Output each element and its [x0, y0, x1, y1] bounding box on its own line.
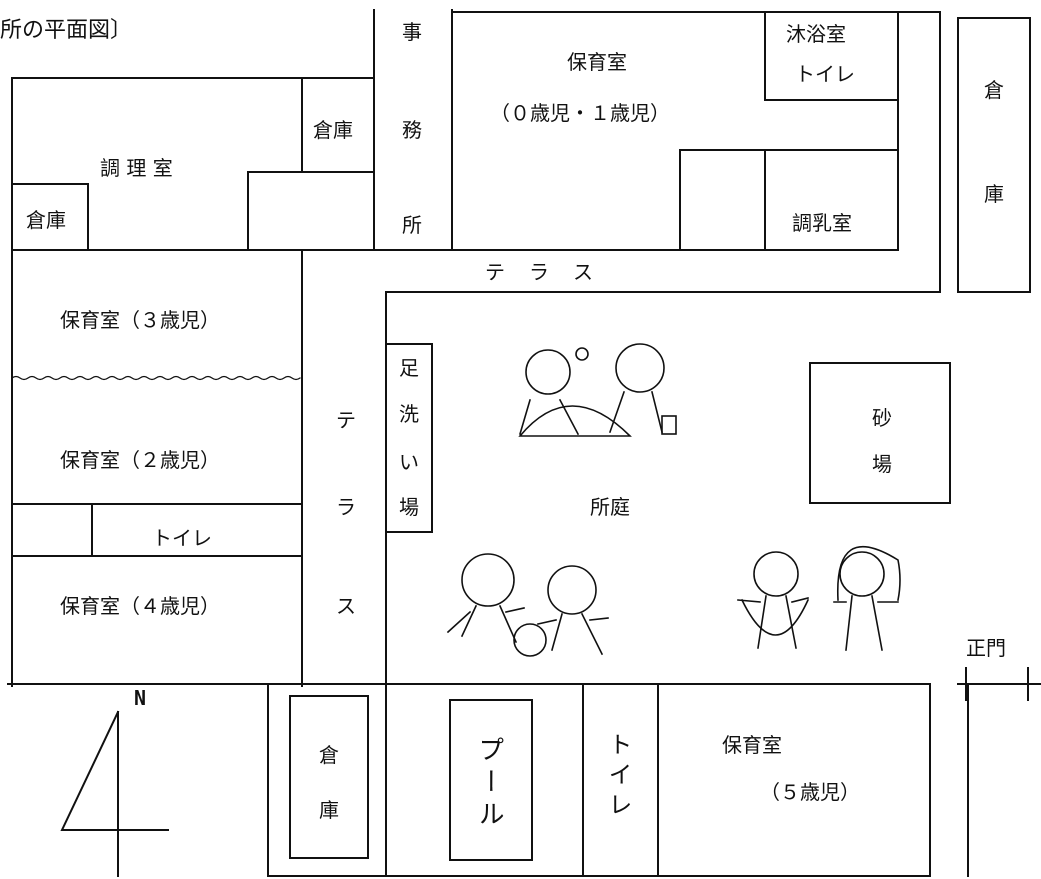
footwash-label-3: い — [399, 450, 419, 474]
office-label-3: 所 — [402, 213, 422, 237]
kitchen-storage-left-label: 倉庫 — [26, 208, 66, 232]
terrace-side-label-3: ス — [336, 594, 356, 618]
office-label-1: 事 — [402, 20, 422, 44]
infant-room-name: 保育室 — [567, 50, 627, 74]
toilet-bottom-label: トイレ — [604, 732, 632, 822]
infant-room-walls — [373, 11, 941, 293]
formula-room-label: 調乳室 — [792, 211, 852, 235]
kitchen-walls — [11, 9, 375, 251]
right-storage-walls — [957, 17, 1031, 293]
bath-room-label: 沐浴室 — [786, 22, 846, 46]
right-storage-label-1: 倉 — [984, 78, 1004, 102]
office-label-2: 務 — [402, 118, 422, 142]
bottom-storage-label-2: 庫 — [319, 798, 339, 822]
toilet-top-label: トイレ — [795, 62, 855, 86]
footwash-label-1: 足 — [399, 356, 419, 380]
children-football-illustration — [446, 553, 609, 657]
bottom-storage-label-1: 倉 — [319, 743, 339, 767]
bottom-block-walls — [7, 683, 1041, 877]
infant-room-age: （０歳児・１歳児） — [490, 101, 670, 125]
footwash-label-2: 洗 — [399, 402, 419, 426]
room-age3-label: 保育室（３歳児） — [60, 308, 220, 332]
plan-title: 所の平面図〕 — [0, 18, 133, 43]
north-label: N — [134, 686, 147, 710]
sandbox-label-1: 砂 — [872, 406, 892, 430]
room-age5-name: 保育室 — [722, 733, 782, 757]
room-age2-label: 保育室（２歳児） — [60, 448, 220, 472]
main-gate-marker — [957, 667, 1041, 701]
terrace-side-label-1: テ — [336, 408, 356, 432]
courtyard-top-edge — [385, 291, 941, 685]
footwash-label-4: 場 — [399, 495, 419, 519]
children-playing-sand-illustration — [518, 343, 677, 437]
children-jump-rope-illustration — [737, 545, 901, 651]
right-storage-label-2: 庫 — [984, 182, 1004, 206]
sandbox-label-2: 場 — [872, 452, 892, 476]
terrace-side-label-2: ラ — [336, 495, 356, 519]
toilet-mid-label: トイレ — [152, 526, 212, 550]
courtyard-label: 所庭 — [590, 495, 630, 519]
main-gate-label: 正門 — [966, 636, 1006, 660]
north-arrow — [60, 710, 169, 877]
kitchen-storage-top-label: 倉庫 — [313, 118, 353, 142]
footwash-walls — [385, 343, 433, 533]
pool-label: プール — [474, 736, 504, 832]
terrace-top-label: テ ラ ス — [485, 260, 595, 284]
room-age5-age: （５歳児） — [760, 780, 860, 804]
sandbox-walls — [809, 362, 951, 504]
room-age4-label: 保育室（４歳児） — [60, 594, 220, 618]
left-column-walls — [11, 249, 303, 687]
kitchen-label: 調 理 室 — [100, 156, 173, 180]
